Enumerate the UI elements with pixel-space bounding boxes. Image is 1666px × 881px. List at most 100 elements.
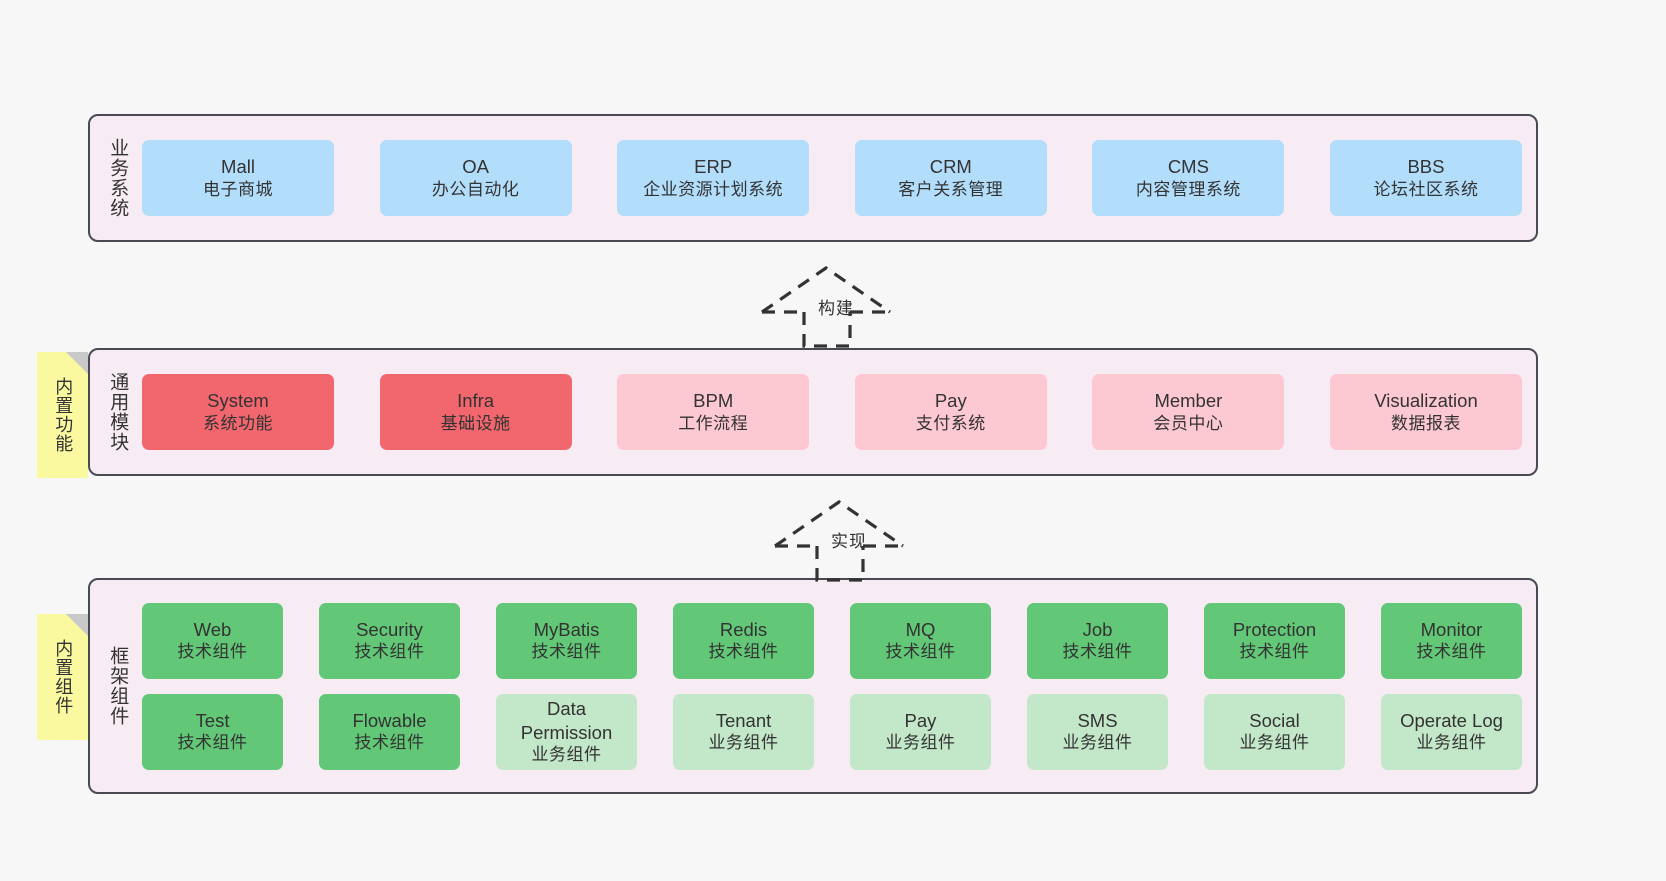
box-cms-title: CMS bbox=[1167, 156, 1209, 178]
box-web[interactable]: Web 技术组件 bbox=[142, 602, 283, 679]
box-flowable-title: Flowable bbox=[352, 709, 427, 731]
connector-build-stem bbox=[802, 312, 852, 348]
note-builtin-components: 内置组件 bbox=[37, 614, 88, 740]
box-test-subtitle: 技术组件 bbox=[177, 733, 248, 753]
box-crm-title: CRM bbox=[929, 156, 972, 178]
layer-common-modules: 通用模块 System 系统功能 Infra 基础设施 BPM 工作流程 Pay bbox=[88, 348, 1538, 476]
box-sms-title: SMS bbox=[1077, 709, 1118, 731]
note-builtin-components-label: 内置组件 bbox=[53, 639, 74, 715]
box-operate-log-title: Operate Log bbox=[1400, 709, 1503, 731]
box-crm[interactable]: CRM 客户关系管理 bbox=[854, 140, 1047, 216]
box-system-title: System bbox=[207, 390, 269, 412]
connector-implement-stem bbox=[815, 546, 865, 582]
layer-business-systems: 业务系统 Mall 电子商城 OA 办公自动化 ERP 企业资源计划系统 CRM bbox=[88, 114, 1538, 242]
box-mall[interactable]: Mall 电子商城 bbox=[142, 140, 334, 216]
box-security-title: Security bbox=[356, 618, 423, 640]
box-security[interactable]: Security 技术组件 bbox=[319, 602, 460, 679]
box-flowable[interactable]: Flowable 技术组件 bbox=[319, 693, 460, 770]
box-bbs-subtitle: 论坛社区系统 bbox=[1373, 179, 1479, 199]
box-sms[interactable]: SMS 业务组件 bbox=[1027, 693, 1168, 770]
box-mq[interactable]: MQ 技术组件 bbox=[850, 602, 991, 679]
box-social[interactable]: Social 业务组件 bbox=[1204, 693, 1345, 770]
box-oa[interactable]: OA 办公自动化 bbox=[379, 140, 572, 216]
box-mall-title: Mall bbox=[221, 156, 255, 178]
box-social-subtitle: 业务组件 bbox=[1239, 733, 1310, 753]
box-monitor-title: Monitor bbox=[1420, 618, 1483, 640]
box-oa-title: OA bbox=[462, 156, 489, 178]
box-flowable-subtitle: 技术组件 bbox=[354, 733, 425, 753]
box-cms[interactable]: CMS 内容管理系统 bbox=[1092, 140, 1285, 216]
box-bpm-subtitle: 工作流程 bbox=[678, 413, 749, 433]
box-visualization[interactable]: Visualization 数据报表 bbox=[1329, 374, 1522, 450]
connector-build bbox=[761, 266, 891, 348]
box-tenant[interactable]: Tenant 业务组件 bbox=[673, 693, 814, 770]
layer-body-business-systems: Mall 电子商城 OA 办公自动化 ERP 企业资源计划系统 CRM 客户关系… bbox=[134, 116, 1536, 240]
box-mybatis-title: MyBatis bbox=[533, 618, 600, 640]
box-erp[interactable]: ERP 企业资源计划系统 bbox=[617, 140, 810, 216]
layer-title-business-systems: 业务系统 bbox=[107, 138, 129, 218]
box-member-title: Member bbox=[1154, 390, 1223, 412]
layer-framework-components: 框架组件 Web 技术组件 Security 技术组件 MyBatis 技术组件… bbox=[88, 578, 1538, 794]
box-redis-subtitle: 技术组件 bbox=[708, 642, 779, 662]
box-pay-module[interactable]: Pay 支付系统 bbox=[854, 374, 1047, 450]
box-data-permission[interactable]: Data Permission 业务组件 bbox=[496, 693, 637, 770]
box-data-permission-title: Data Permission bbox=[520, 697, 613, 743]
note-fold-icon bbox=[66, 352, 88, 374]
box-mybatis[interactable]: MyBatis 技术组件 bbox=[496, 602, 637, 679]
box-protection-subtitle: 技术组件 bbox=[1239, 642, 1310, 662]
box-system[interactable]: System 系统功能 bbox=[142, 374, 334, 450]
box-visualization-title: Visualization bbox=[1374, 390, 1478, 412]
box-bbs-title: BBS bbox=[1407, 156, 1445, 178]
connector-implement-arrowhead bbox=[774, 500, 904, 548]
box-web-subtitle: 技术组件 bbox=[177, 642, 248, 662]
connector-implement bbox=[774, 500, 904, 582]
box-job[interactable]: Job 技术组件 bbox=[1027, 602, 1168, 679]
box-mybatis-subtitle: 技术组件 bbox=[531, 642, 602, 662]
box-member[interactable]: Member 会员中心 bbox=[1092, 374, 1285, 450]
box-tenant-subtitle: 业务组件 bbox=[708, 733, 779, 753]
layer-body-framework-components: Web 技术组件 Security 技术组件 MyBatis 技术组件 Redi… bbox=[134, 580, 1536, 792]
box-pay-module-subtitle: 支付系统 bbox=[915, 413, 986, 433]
row-common-modules: System 系统功能 Infra 基础设施 BPM 工作流程 Pay 支付系统… bbox=[142, 374, 1522, 450]
layer-title-framework-components: 框架组件 bbox=[107, 646, 129, 726]
box-system-subtitle: 系统功能 bbox=[203, 413, 273, 433]
box-web-title: Web bbox=[193, 618, 232, 640]
box-infra[interactable]: Infra 基础设施 bbox=[379, 374, 572, 450]
box-pay-component[interactable]: Pay 业务组件 bbox=[850, 693, 991, 770]
box-mq-title: MQ bbox=[905, 618, 936, 640]
box-tenant-title: Tenant bbox=[715, 709, 772, 731]
box-redis[interactable]: Redis 技术组件 bbox=[673, 602, 814, 679]
layer-title-common-modules: 通用模块 bbox=[107, 372, 129, 452]
box-operate-log-subtitle: 业务组件 bbox=[1416, 733, 1487, 753]
box-bbs[interactable]: BBS 论坛社区系统 bbox=[1329, 140, 1522, 216]
row-framework-tech: Web 技术组件 Security 技术组件 MyBatis 技术组件 Redi… bbox=[142, 602, 1522, 679]
connector-build-label: 构建 bbox=[818, 299, 854, 318]
box-data-permission-subtitle: 业务组件 bbox=[531, 745, 602, 765]
box-protection-title: Protection bbox=[1232, 618, 1317, 640]
box-erp-subtitle: 企业资源计划系统 bbox=[643, 179, 784, 199]
box-bpm[interactable]: BPM 工作流程 bbox=[617, 374, 810, 450]
row-business-systems: Mall 电子商城 OA 办公自动化 ERP 企业资源计划系统 CRM 客户关系… bbox=[142, 140, 1522, 216]
connector-implement-label: 实现 bbox=[831, 532, 867, 551]
note-fold-icon bbox=[66, 614, 88, 636]
box-oa-subtitle: 办公自动化 bbox=[431, 179, 520, 199]
box-protection[interactable]: Protection 技术组件 bbox=[1204, 602, 1345, 679]
box-test[interactable]: Test 技术组件 bbox=[142, 693, 283, 770]
box-operate-log[interactable]: Operate Log 业务组件 bbox=[1381, 693, 1522, 770]
box-monitor[interactable]: Monitor 技术组件 bbox=[1381, 602, 1522, 679]
box-pay-component-subtitle: 业务组件 bbox=[885, 733, 956, 753]
box-mall-subtitle: 电子商城 bbox=[203, 179, 273, 199]
box-social-title: Social bbox=[1249, 709, 1300, 731]
box-pay-module-title: Pay bbox=[934, 390, 967, 412]
box-security-subtitle: 技术组件 bbox=[354, 642, 425, 662]
note-builtin-features: 内置功能 bbox=[37, 352, 88, 478]
box-crm-subtitle: 客户关系管理 bbox=[898, 179, 1004, 199]
box-pay-component-title: Pay bbox=[904, 709, 937, 731]
box-job-title: Job bbox=[1082, 618, 1113, 640]
box-erp-title: ERP bbox=[694, 156, 733, 178]
box-infra-title: Infra bbox=[457, 390, 495, 412]
box-job-subtitle: 技术组件 bbox=[1062, 642, 1133, 662]
note-builtin-features-label: 内置功能 bbox=[53, 377, 74, 453]
box-sms-subtitle: 业务组件 bbox=[1062, 733, 1133, 753]
